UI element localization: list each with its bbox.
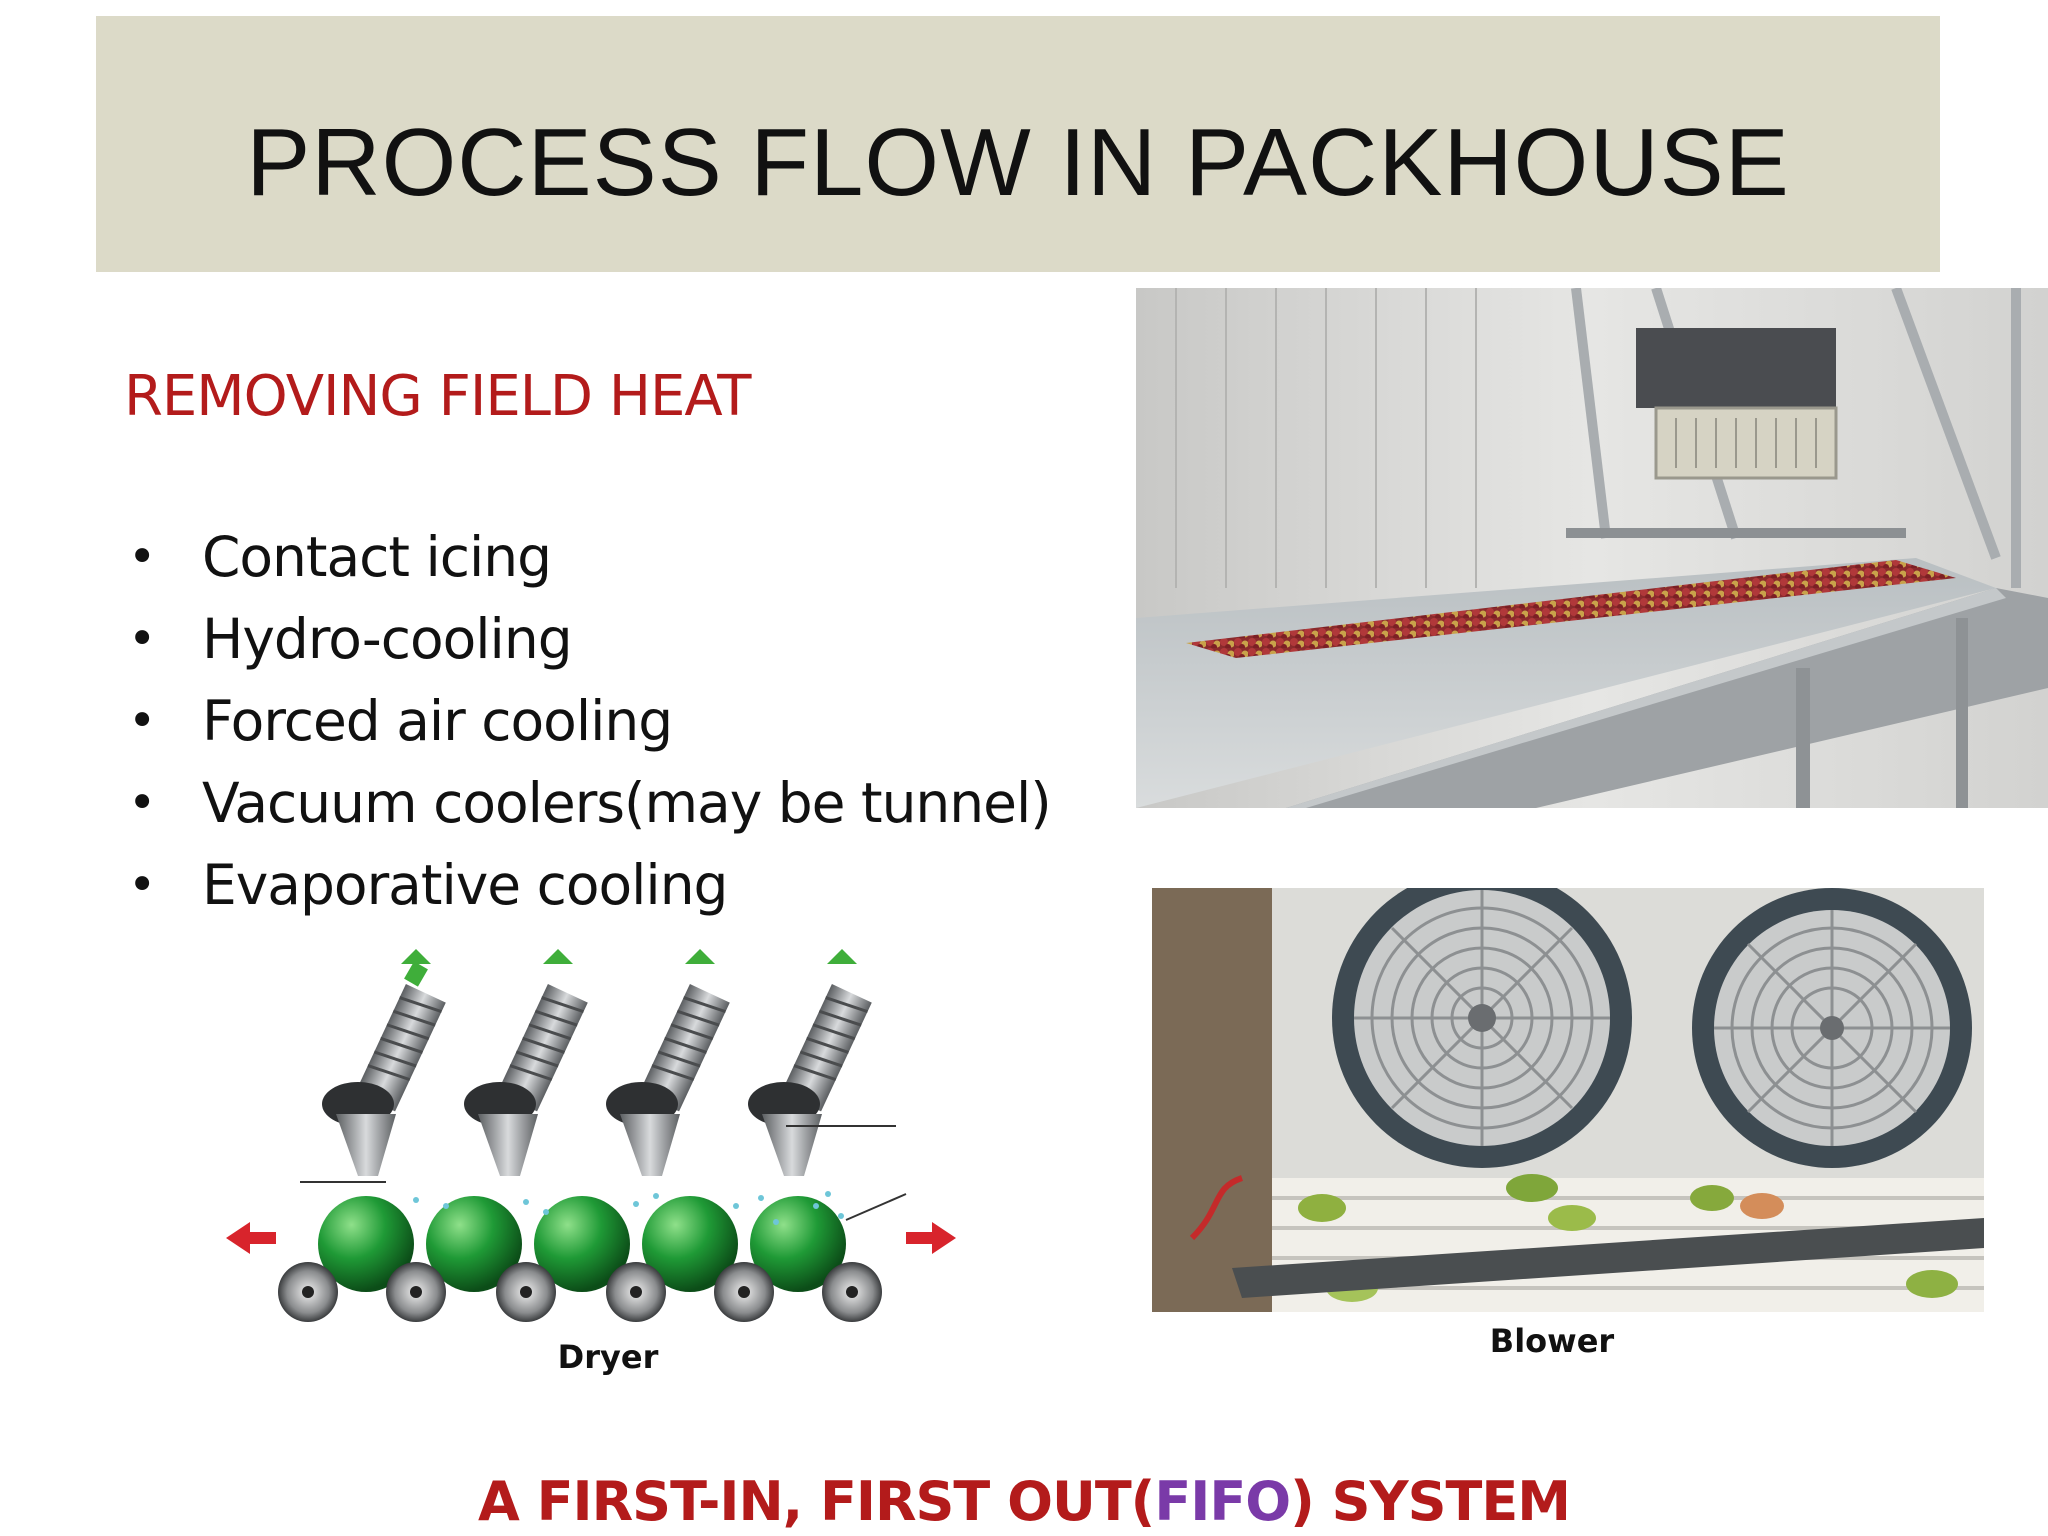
bullet-text: Contact icing — [202, 525, 552, 589]
bullet-text: Forced air cooling — [202, 689, 673, 753]
fifo-footer: A FIRST-IN, FIRST OUT(FIFO) SYSTEM — [0, 1468, 2048, 1536]
nozzle-units — [322, 949, 872, 1176]
bullet-icon: • — [128, 529, 156, 585]
bullet-text: Hydro-cooling — [202, 607, 573, 671]
section-heading: REMOVING FIELD HEAT — [124, 364, 752, 429]
bullet-item: • Contact icing — [120, 516, 1051, 598]
dryer-diagram — [216, 944, 976, 1324]
fifo-suffix: ) SYSTEM — [1290, 1470, 1571, 1533]
fifo-prefix: A FIRST-IN, FIRST OUT( — [478, 1470, 1155, 1533]
bullet-item: • Forced air cooling — [120, 680, 1051, 762]
bullet-icon: • — [128, 611, 156, 667]
right-arrow-icon — [906, 1222, 956, 1254]
bullet-item: • Vacuum coolers(may be tunnel) — [120, 762, 1052, 844]
bullet-item: • Hydro-cooling — [120, 598, 1051, 680]
conveyor-illustration — [1136, 288, 2048, 808]
bullet-text: Evaporative cooling — [202, 853, 728, 917]
bullet-item: • Evaporative cooling — [120, 844, 1051, 926]
bullet-icon: • — [128, 775, 156, 831]
bullet-icon: • — [128, 693, 156, 749]
left-arrow-icon — [226, 1222, 276, 1254]
bullet-text: Vacuum coolers(may be tunnel) — [202, 771, 1052, 835]
dryer-illustration — [216, 944, 976, 1324]
blower-illustration — [1152, 888, 1984, 1312]
slide-title: PROCESS FLOW IN PACKHOUSE — [246, 109, 1790, 216]
dryer-caption: Dryer — [557, 1338, 659, 1376]
bullet-icon: • — [128, 857, 156, 913]
blower-photo — [1152, 888, 1984, 1312]
blower-caption: Blower — [1489, 1322, 1615, 1360]
fifo-accent: FIFO — [1154, 1470, 1291, 1533]
title-band: PROCESS FLOW IN PACKHOUSE — [96, 16, 1940, 272]
packhouse-conveyor-photo — [1136, 288, 2048, 808]
bullet-list: • Contact icing • Hydro-cooling • Forced ai… — [120, 516, 1052, 926]
